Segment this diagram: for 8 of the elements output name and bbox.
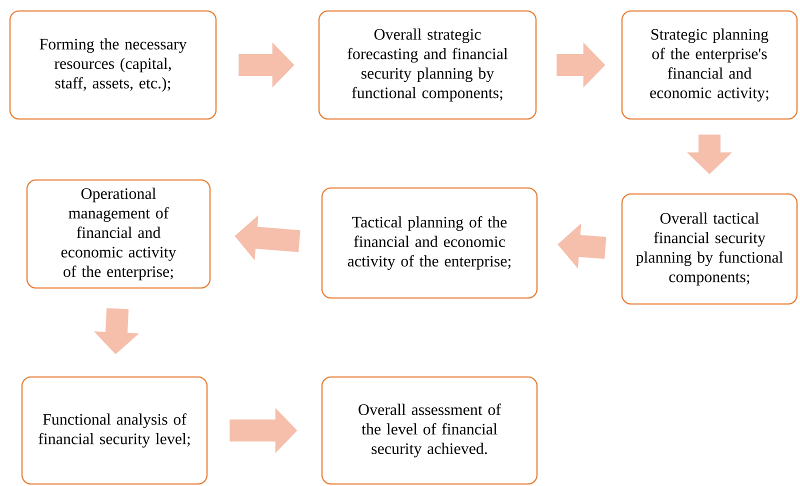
process-box: Forming the necessary resources (capital, staff, assets, etc.); [9, 10, 217, 120]
process-box: Tactical planning of the financial and economic activity of the enterprise; [321, 187, 538, 299]
process-box: Overall assessment of the level of financial security achieved. [321, 376, 538, 485]
process-box: Operational management of financial and economic activity of the enterprise; [26, 179, 211, 289]
process-box: Overall tactical financial security planning by functional components; [621, 193, 798, 305]
process-box: Functional analysis of financial security level; [21, 376, 208, 485]
process-box: Overall strategic forecasting and financial security planning by functional components; [318, 10, 537, 120]
process-box: Strategic planning of the enterprise's financial and economic activity; [621, 10, 798, 120]
